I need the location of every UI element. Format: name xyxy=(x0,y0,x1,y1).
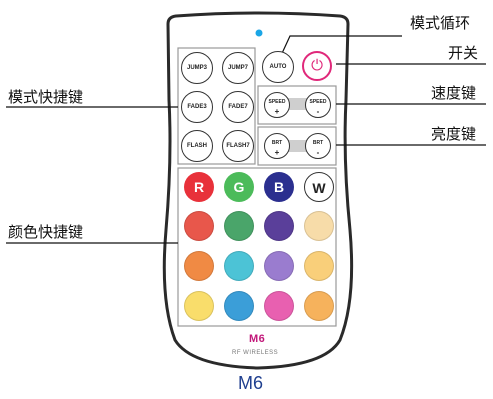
brt-minus-label: BRT xyxy=(312,140,324,146)
label-speed-key: 速度键 xyxy=(431,84,477,102)
color-button-r3-c4[interactable] xyxy=(304,291,334,321)
power-icon: ⏻ xyxy=(311,57,323,74)
label-color-shortcut: 颜色快捷键 xyxy=(8,223,84,241)
color-button-r3-c3[interactable] xyxy=(264,291,294,321)
flash7-button[interactable]: FLASH7 xyxy=(222,130,254,162)
model-name: M6 xyxy=(238,373,264,393)
label-mode-cycle: 模式循环 xyxy=(410,14,471,32)
brt-minus-button[interactable]: BRT - xyxy=(305,133,331,159)
brt-plus-button[interactable]: BRT + xyxy=(264,133,290,159)
color-group-frame xyxy=(177,167,337,327)
blue-button[interactable]: B xyxy=(264,172,294,202)
color-button-r3-c2[interactable] xyxy=(224,291,254,321)
color-button-r1-c1[interactable] xyxy=(184,211,214,241)
color-button-r2-c1[interactable] xyxy=(184,251,214,281)
color-button-r1-c3[interactable] xyxy=(264,211,294,241)
color-button-r2-c3[interactable] xyxy=(264,251,294,281)
color-button-r1-c2[interactable] xyxy=(224,211,254,241)
jump3-button[interactable]: JUMP3 xyxy=(181,52,213,84)
white-button[interactable]: W xyxy=(304,172,334,202)
color-button-r3-c1[interactable] xyxy=(184,291,214,321)
brand-subtitle: RF WIRELESS xyxy=(232,350,279,356)
mode-group-frame xyxy=(177,47,256,165)
red-button[interactable]: R xyxy=(184,172,214,202)
indicator-light xyxy=(255,29,263,37)
speed-plus-button[interactable]: SPEED + xyxy=(264,92,290,118)
minus-sign: - xyxy=(316,148,320,157)
plus-sign: + xyxy=(274,148,280,157)
flash-button[interactable]: FLASH xyxy=(181,130,213,162)
color-button-r2-c2[interactable] xyxy=(224,251,254,281)
brt-group-frame xyxy=(257,126,337,166)
speed-minus-button[interactable]: SPEED - xyxy=(305,92,331,118)
power-button[interactable]: ⏻ xyxy=(302,51,332,81)
plus-sign: + xyxy=(274,107,280,116)
speed-plus-label: SPEED xyxy=(268,99,286,105)
fade3-button[interactable]: FADE3 xyxy=(181,91,213,123)
brt-plus-label: BRT xyxy=(271,140,283,146)
label-brightness-key: 亮度键 xyxy=(431,125,477,143)
green-button[interactable]: G xyxy=(224,172,254,202)
auto-button[interactable]: AUTO xyxy=(262,51,294,83)
jump7-button[interactable]: JUMP7 xyxy=(222,52,254,84)
speed-group-frame xyxy=(257,85,337,125)
color-button-r2-c4[interactable] xyxy=(304,251,334,281)
label-mode-shortcut: 模式快捷键 xyxy=(8,88,84,106)
label-power: 开关 xyxy=(448,44,479,62)
color-button-r1-c4[interactable] xyxy=(304,211,334,241)
speed-minus-label: SPEED xyxy=(309,99,327,105)
minus-sign: - xyxy=(316,107,320,116)
fade7-button[interactable]: FADE7 xyxy=(222,91,254,123)
brand-logo: M6 xyxy=(249,333,266,345)
